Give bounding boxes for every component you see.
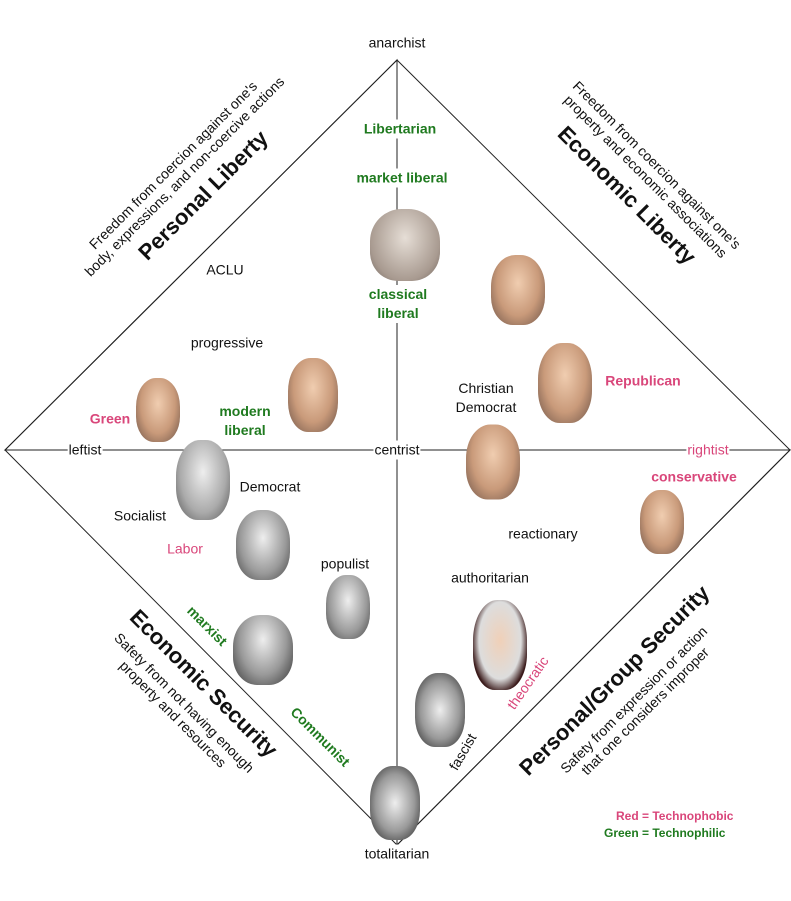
label-labor: Labor [166, 539, 204, 559]
label-green: Green [88, 409, 132, 429]
portrait-democrat [176, 440, 230, 520]
axis-label-anarchist: anarchist [367, 33, 427, 53]
portrait-green [136, 378, 180, 442]
label-authoritarian: authoritarian [450, 568, 530, 588]
axis-label-leftist: leftist [67, 440, 103, 460]
axis-label-totalitarian: totalitarian [363, 844, 431, 864]
portrait-labor [236, 510, 290, 580]
label-socialist: Socialist [112, 506, 168, 526]
portrait-conservative [640, 490, 684, 554]
classical-bust-portrait [370, 209, 440, 281]
label-conservative: conservative [650, 467, 738, 487]
portrait-republican [538, 343, 592, 423]
portrait-theocratic [473, 600, 527, 690]
portrait-economic-liberty [491, 255, 545, 325]
label-libertarian: Libertarian [362, 119, 438, 139]
label-republican: Republican [604, 371, 682, 391]
label-reactionary: reactionary [507, 524, 579, 544]
axis-label-rightist: rightist [686, 440, 730, 460]
portrait-populist [326, 575, 370, 639]
label-populist: populist [319, 554, 371, 574]
legend-green: Green = Technophilic [604, 826, 726, 840]
portrait-christian-democrat [466, 424, 520, 500]
portrait-modern-liberal [288, 358, 338, 432]
portrait-totalitarian [370, 766, 420, 840]
portrait-marxist [233, 615, 293, 685]
label-progressive: progressive [189, 333, 265, 353]
legend-red: Red = Technophobic [616, 809, 734, 823]
label-aclu: ACLU [205, 260, 245, 280]
label-market-liberal: market liberal [355, 168, 449, 188]
legend: Red = Technophobic Green = Technophilic [604, 808, 733, 842]
portrait-fascist [415, 673, 465, 747]
label-democrat: Democrat [238, 477, 302, 497]
axis-label-centrist: centrist [373, 440, 421, 460]
